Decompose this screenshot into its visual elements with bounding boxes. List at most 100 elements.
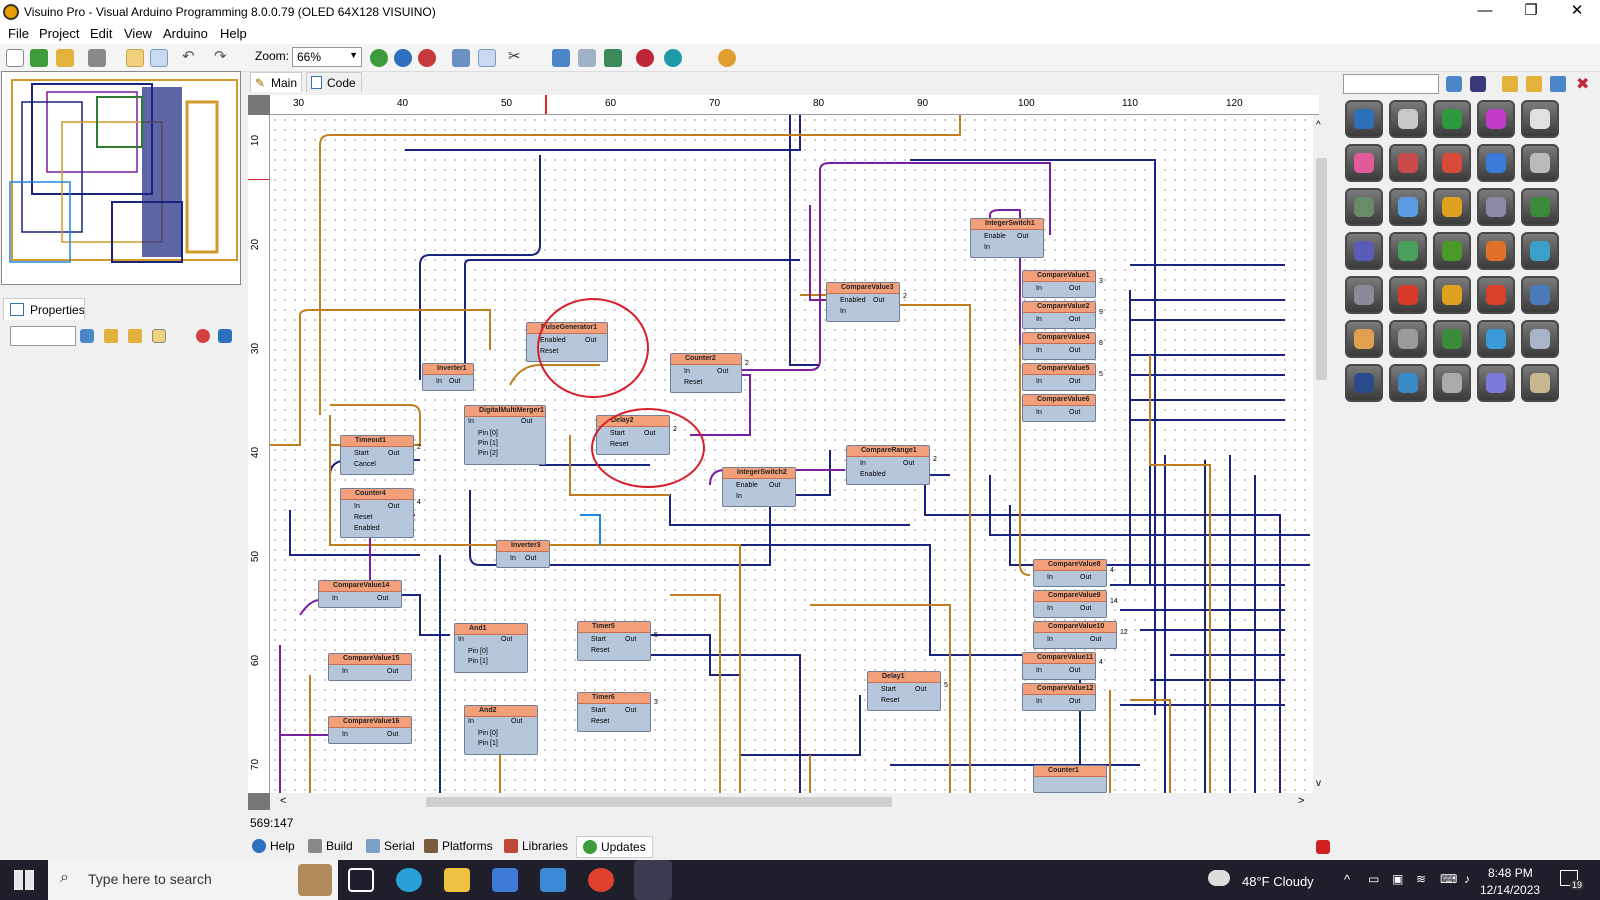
node-compare-value4[interactable]: CompareValue4 In Out 8 <box>1022 332 1103 360</box>
pin-out[interactable]: Out <box>1080 605 1092 612</box>
node-compare-value3[interactable]: CompareValue3 Enabled In Out 2 <box>826 282 907 322</box>
zoom-out-icon[interactable] <box>418 49 436 67</box>
pin-out[interactable]: Out <box>1069 285 1081 292</box>
scroll-right-icon[interactable]: > <box>1298 795 1305 807</box>
clock-time[interactable]: 8:48 PM <box>1488 866 1533 880</box>
pin-start[interactable]: Start <box>591 636 606 643</box>
pin-in[interactable]: In <box>736 493 742 500</box>
menu-help[interactable]: Help <box>220 26 247 41</box>
pin-in[interactable]: In <box>1047 574 1053 581</box>
grid-icon[interactable] <box>150 49 168 67</box>
windows-start-icon[interactable] <box>14 870 34 890</box>
pin-in[interactable]: In <box>436 378 442 385</box>
properties-tab[interactable]: Properties <box>3 298 85 320</box>
stop-icon[interactable] <box>1316 840 1330 854</box>
pin-in[interactable]: In <box>510 555 516 562</box>
pin-out[interactable]: Out <box>1080 574 1092 581</box>
palette-item-traffic-light-icon[interactable] <box>1433 188 1471 226</box>
palette-item-numbers-icon[interactable] <box>1433 100 1471 138</box>
node-compare-value16[interactable]: CompareValue16 In Out <box>328 716 412 744</box>
palette-item-network-icon[interactable] <box>1521 276 1559 314</box>
node-compare-value15[interactable]: CompareValue15 In Out <box>328 653 412 681</box>
filter-icon[interactable] <box>80 329 94 343</box>
maximize-button[interactable]: ❐ <box>1524 2 1538 19</box>
chrome-icon[interactable] <box>588 868 614 892</box>
task-view-icon[interactable] <box>348 868 374 892</box>
tab-libraries[interactable]: Libraries <box>504 839 568 853</box>
palette-item-door-icon[interactable] <box>1345 232 1383 270</box>
pin-in[interactable]: In <box>1036 347 1042 354</box>
palette-item-plant-icon[interactable] <box>1433 232 1471 270</box>
node-and2[interactable]: And2 In Out Pin [0] Pin [1] <box>464 705 538 755</box>
node-compare-value1[interactable]: CompareValue1 In Out 3 <box>1022 270 1103 298</box>
node-compare-value2[interactable]: CompareValue2 In Out 9 <box>1022 301 1103 329</box>
tools-icon[interactable]: ✖ <box>1576 76 1590 93</box>
pin-0[interactable]: Pin [0] <box>478 430 498 437</box>
pin-1[interactable]: Pin [1] <box>478 440 498 447</box>
palette-item-box-icon[interactable] <box>1521 364 1559 402</box>
pin-out[interactable]: Out <box>521 418 533 425</box>
collapse-icon[interactable] <box>1526 76 1542 92</box>
pin-out[interactable]: Out <box>377 595 389 602</box>
pin-in[interactable]: In <box>468 418 474 425</box>
panel-toggle-icon[interactable] <box>126 49 144 67</box>
pin-in[interactable]: In <box>468 718 474 725</box>
scroll-left-icon[interactable]: < <box>280 795 287 807</box>
palette-item-keyboard-icon[interactable] <box>1389 320 1427 358</box>
pin-out[interactable]: Out <box>1069 698 1081 705</box>
node-integer-switch2[interactable]: IntegerSwitch2 Enable In Out <box>722 467 796 507</box>
node-counter2[interactable]: Counter2 In Reset Out 2 <box>670 353 749 393</box>
tab-build[interactable]: Build <box>308 839 353 853</box>
pin-cancel[interactable]: Cancel <box>354 461 376 468</box>
pin-enabled[interactable]: Enabled <box>840 297 866 304</box>
palette-item-telescope-icon[interactable] <box>1477 320 1515 358</box>
pin-out[interactable]: Out <box>388 450 400 457</box>
pin-out[interactable]: Out <box>511 718 523 725</box>
tab-platforms[interactable]: Platforms <box>424 839 493 853</box>
pin-in[interactable]: In <box>840 308 846 315</box>
pin-icon[interactable] <box>196 329 210 343</box>
node-counter4[interactable]: Counter4 In Reset Enabled Out 4 <box>340 488 421 538</box>
node-counter1[interactable]: Counter1 <box>1033 765 1107 793</box>
minimize-button[interactable]: — <box>1477 2 1493 19</box>
pin-out[interactable]: Out <box>1069 409 1081 416</box>
store-icon[interactable] <box>492 868 518 892</box>
tab-updates[interactable]: Updates <box>576 836 653 858</box>
node-compare-range1[interactable]: CompareRange1 In Enabled Out 2 <box>846 445 937 485</box>
battery-icon[interactable]: ▭ <box>1368 872 1380 886</box>
palette-item-binary-icon[interactable] <box>1345 100 1383 138</box>
pin-in[interactable]: In <box>1036 316 1042 323</box>
pin-enabled[interactable]: Enabled <box>354 525 380 532</box>
pin-out[interactable]: Out <box>387 731 399 738</box>
pin-1[interactable]: Pin [1] <box>468 658 488 665</box>
palette-item-document-icon[interactable] <box>1521 100 1559 138</box>
pin-in[interactable]: In <box>1036 667 1042 674</box>
open-folder-icon[interactable] <box>56 49 74 67</box>
open-icon[interactable] <box>30 49 48 67</box>
palette-item-computer-icon[interactable] <box>1477 188 1515 226</box>
palette-item-fire-icon[interactable] <box>1477 232 1515 270</box>
select-icon[interactable] <box>478 49 496 67</box>
pin-reset[interactable]: Reset <box>684 379 703 386</box>
pin-1[interactable]: Pin [1] <box>478 740 498 747</box>
pin-in[interactable]: In <box>1036 698 1042 705</box>
pin-out[interactable]: Out <box>1069 347 1081 354</box>
visuino-taskbar-icon[interactable] <box>634 860 672 900</box>
pin-out[interactable]: Out <box>501 636 513 643</box>
palette-item-globe-icon[interactable] <box>1521 232 1559 270</box>
notifications-icon[interactable] <box>1560 870 1578 886</box>
palette-item-faucet-icon[interactable] <box>1389 100 1427 138</box>
expand-icon[interactable] <box>104 329 118 343</box>
connect-icon[interactable] <box>552 49 570 67</box>
undo-icon[interactable]: ↶ <box>182 48 195 65</box>
tab-help[interactable]: Help <box>252 839 295 853</box>
pin-reset[interactable]: Reset <box>354 514 373 521</box>
pin-enable[interactable]: Enable <box>984 233 1006 240</box>
node-compare-value9[interactable]: CompareValue9 In Out 14 <box>1033 590 1118 618</box>
palette-item-power-icon[interactable] <box>1389 276 1427 314</box>
node-compare-value11[interactable]: CompareValue11 In Out 4 <box>1022 652 1103 680</box>
pin-in[interactable]: In <box>458 636 464 643</box>
display-icon[interactable]: ▣ <box>1392 872 1404 886</box>
menu-file[interactable]: File <box>8 26 29 41</box>
wizard-icon[interactable] <box>1470 76 1486 92</box>
